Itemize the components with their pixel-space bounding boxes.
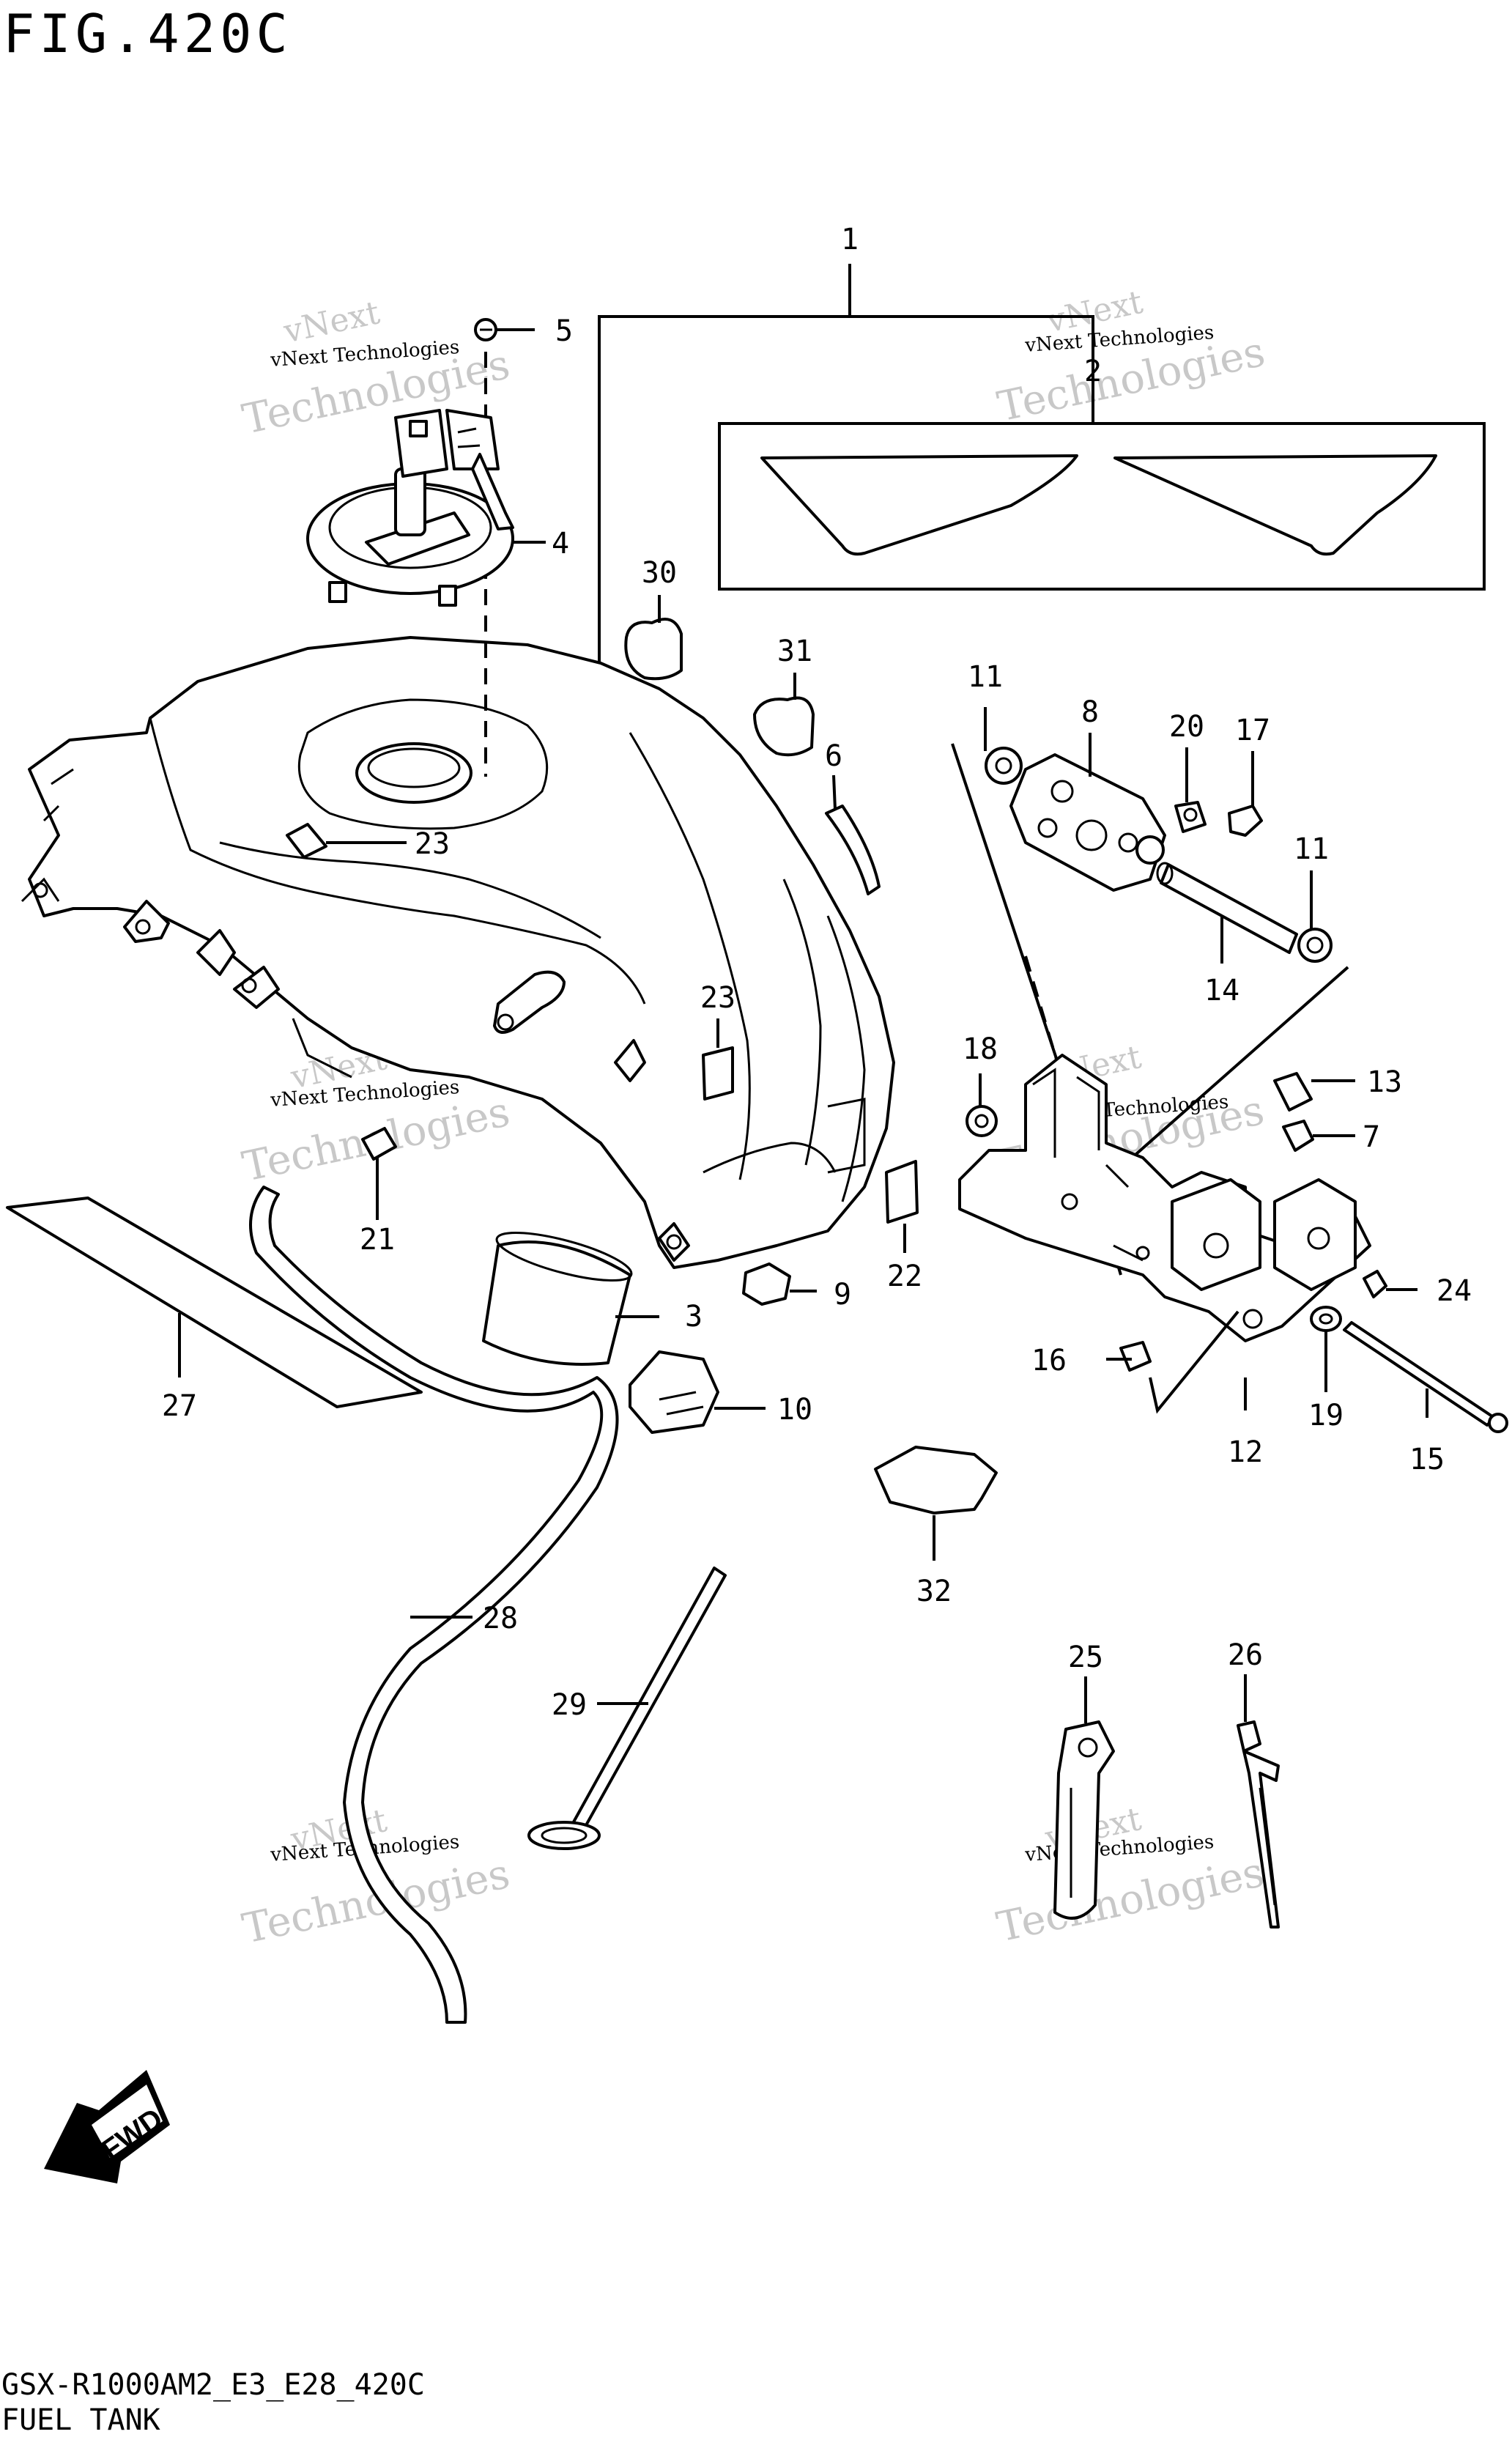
callout-15: 15 [1409, 1443, 1445, 1476]
callout-30: 30 [642, 556, 677, 590]
part-9-cushion [742, 1262, 791, 1306]
part-23-decal-a [286, 823, 327, 859]
watermark-bottom-right: vNext Technologies [993, 1800, 1268, 1952]
callout-2: 2 [1084, 355, 1102, 388]
callout-28: 28 [483, 1602, 518, 1635]
part-5-screw [474, 318, 535, 341]
callout-6: 6 [825, 739, 842, 773]
part-3-sleeve [482, 1232, 659, 1366]
callout-11a: 11 [968, 660, 1003, 694]
part-27-sheet [6, 1197, 423, 1408]
callout-24: 24 [1437, 1274, 1472, 1308]
callout-11b: 11 [1294, 832, 1329, 866]
callout-8: 8 [1081, 695, 1099, 729]
model-code: GSX-R1000AM2_E3_E28_420C [1, 2368, 425, 2402]
part-21-clip [361, 1127, 397, 1161]
figure-title: FIG.420C [3, 3, 292, 64]
part-30-pad [624, 618, 683, 681]
callout-7: 7 [1363, 1120, 1380, 1154]
callout-32: 32 [916, 1575, 952, 1608]
callout-18: 18 [963, 1032, 998, 1066]
callout-13: 13 [1367, 1065, 1402, 1099]
callout-14: 14 [1204, 974, 1239, 1007]
section-name: FUEL TANK [1, 2403, 160, 2437]
part-26-cable-tie [1237, 1674, 1280, 1928]
callout-1: 1 [841, 223, 859, 256]
callout-4: 4 [552, 527, 569, 561]
bracket-assembly [885, 707, 1508, 1433]
callout-27: 27 [162, 1389, 197, 1423]
callout-23b: 23 [700, 981, 735, 1015]
callout-31: 31 [777, 635, 812, 668]
callout-22: 22 [887, 1260, 922, 1293]
callout-21: 21 [360, 1223, 395, 1257]
callout-20: 20 [1169, 710, 1204, 744]
callout-3: 3 [685, 1300, 703, 1334]
forward-direction-arrow: FWD [44, 2070, 170, 2183]
callout-19: 19 [1308, 1399, 1344, 1432]
callout-9: 9 [834, 1278, 851, 1312]
part-32-pad [874, 1446, 998, 1515]
callout-16: 16 [1031, 1344, 1067, 1377]
leader-6 [832, 774, 837, 810]
fuel-tank [21, 636, 895, 1269]
part-10-bracket [629, 1350, 766, 1434]
callout-10: 10 [777, 1393, 812, 1427]
part-31-pad [753, 696, 815, 757]
part-4-fuel-cap [306, 409, 546, 607]
callout-12: 12 [1228, 1435, 1263, 1469]
callout-26: 26 [1228, 1638, 1263, 1672]
callout-25: 25 [1068, 1641, 1103, 1674]
callout-17: 17 [1235, 714, 1270, 747]
part-29-rod [527, 1567, 727, 1850]
callout-labels: 1 2 3 4 5 6 7 8 9 10 11 11 12 13 14 15 1… [162, 223, 1472, 1722]
part-23-decal-b [702, 1046, 734, 1101]
callout-5: 5 [555, 314, 573, 348]
callout-29: 29 [552, 1688, 587, 1722]
part-28-hose [249, 1186, 619, 2024]
part-25-strap [1053, 1676, 1115, 1920]
callout-23a: 23 [415, 827, 450, 861]
part-2-emblem-set [598, 264, 1486, 663]
part-6-strip [825, 805, 881, 895]
